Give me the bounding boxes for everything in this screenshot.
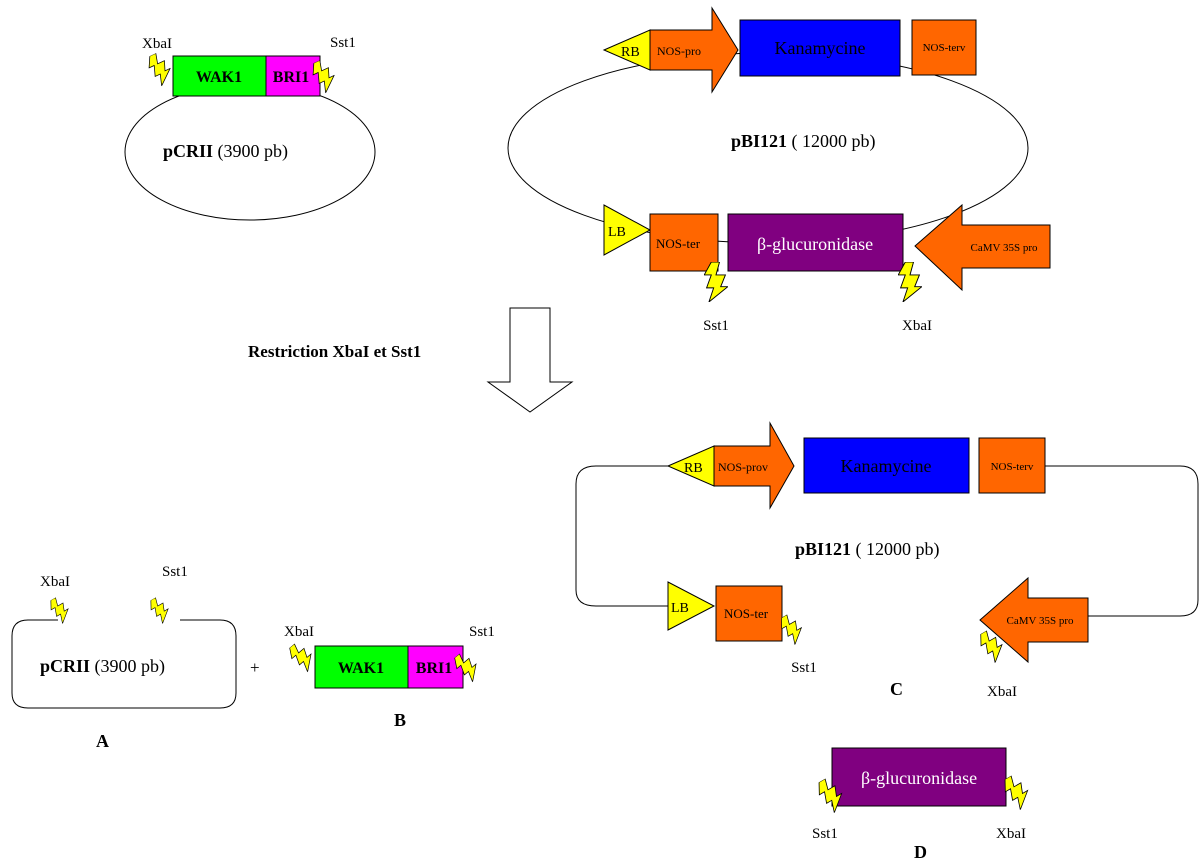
product-c-letter: C bbox=[890, 679, 903, 699]
product-d-gus-block bbox=[831, 747, 1007, 807]
product-c-nos-terv-label: NOS-terv bbox=[991, 461, 1034, 473]
product-c-sst1-label: Sst1 bbox=[791, 660, 817, 676]
pcrii-bri1-block bbox=[265, 55, 321, 97]
product-c-nos-prov-label: NOS-prov bbox=[718, 460, 768, 474]
product-b-bri1-label: BRI1 bbox=[416, 660, 452, 677]
product-c-camv-label: CaMV 35S pro bbox=[1006, 615, 1074, 627]
product-c-rb-label: RB bbox=[684, 461, 703, 476]
pcrii-name: pCRII (3900 pb) bbox=[163, 141, 288, 162]
nos-prov-arrow bbox=[713, 421, 795, 510]
product-a: XbaI Sst1 pCRII (3900 pb) A bbox=[11, 564, 237, 751]
rb-label: RB bbox=[621, 45, 640, 60]
product-b-xbai-label: XbaI bbox=[284, 624, 314, 640]
product-b-sst1-label: Sst1 bbox=[469, 624, 495, 640]
camv-arrow bbox=[914, 203, 1051, 292]
pcrii-xbai-label: XbaI bbox=[142, 36, 172, 52]
gus-label: β-glucuronidase bbox=[757, 234, 873, 254]
product-d-gus-label: β-glucuronidase bbox=[861, 768, 977, 788]
nos-ter-label: NOS-ter bbox=[656, 236, 701, 251]
down-arrow-icon bbox=[486, 307, 574, 413]
product-a-sst1-label: Sst1 bbox=[162, 564, 188, 580]
pcrii-bri1-label: BRI1 bbox=[273, 69, 309, 86]
product-d-xbai-label: XbaI bbox=[996, 826, 1026, 842]
product-a-name: pCRII (3900 pb) bbox=[40, 656, 165, 677]
product-b: WAK1 BRI1 XbaI Sst1 B bbox=[284, 624, 495, 730]
product-d-letter: D bbox=[914, 842, 927, 859]
kanamycine-block bbox=[739, 19, 901, 77]
product-c-nos-ter-label: NOS-ter bbox=[724, 606, 769, 621]
product-c-backbone-top bbox=[575, 465, 668, 607]
camv-label: CaMV 35S pro bbox=[970, 242, 1038, 254]
pbi121-sst1-label: Sst1 bbox=[703, 318, 729, 334]
xbai-cut-icon bbox=[46, 594, 74, 626]
lb-border bbox=[603, 204, 652, 256]
nos-pro-arrow bbox=[649, 6, 739, 94]
product-c-name: pBI121 ( 12000 pb) bbox=[795, 539, 940, 560]
product-c-xbai-label: XbaI bbox=[987, 684, 1017, 700]
product-a-xbai-label: XbaI bbox=[40, 574, 70, 590]
pcrii-wak1-block bbox=[172, 55, 267, 97]
pcrii-sst1-label: Sst1 bbox=[330, 35, 356, 51]
xbai-cut-icon bbox=[285, 639, 319, 675]
product-c-nos-ter-block bbox=[715, 585, 783, 642]
sst1-cut-icon bbox=[704, 262, 728, 302]
product-a-backbone bbox=[11, 619, 237, 709]
kanamycine-label: Kanamycine bbox=[775, 38, 866, 58]
xbai-cut-icon bbox=[144, 50, 176, 88]
pbi121-name: pBI121 ( 12000 pb) bbox=[731, 131, 876, 152]
product-d-sst1-label: Sst1 bbox=[812, 826, 838, 842]
pbi121-xbai-label: XbaI bbox=[902, 318, 932, 334]
gus-block bbox=[727, 213, 904, 272]
nos-pro-label: NOS-pro bbox=[657, 44, 701, 58]
pbi121-plasmid: RB NOS-pro Kanamycine NOS-terv LB NOS-te… bbox=[507, 6, 1051, 334]
product-c-kanamycine-block bbox=[803, 437, 970, 494]
restriction-label: Restriction XbaI et Sst1 bbox=[248, 342, 421, 361]
product-b-wak1-block bbox=[314, 645, 409, 689]
product-c-camv-arrow bbox=[979, 576, 1089, 664]
plus-sign: + bbox=[250, 658, 260, 677]
lb-border bbox=[667, 581, 716, 631]
pcrii-plasmid: WAK1 BRI1 XbaI Sst1 pCRII (3900 pb) bbox=[124, 35, 376, 221]
product-c-kanamycine-label: Kanamycine bbox=[841, 456, 932, 476]
product-b-wak1-label: WAK1 bbox=[338, 660, 384, 677]
nos-ter-block bbox=[649, 213, 719, 272]
sst1-cut-icon bbox=[146, 594, 174, 626]
product-b-letter: B bbox=[394, 710, 406, 730]
restriction-step: Restriction XbaI et Sst1 bbox=[248, 307, 574, 413]
product-c-backbone-right bbox=[1045, 465, 1199, 617]
product-c: RB NOS-prov Kanamycine NOS-terv LB NOS-t… bbox=[575, 421, 1199, 700]
xbai-cut-icon bbox=[898, 262, 922, 302]
product-c-lb-label: LB bbox=[671, 601, 689, 616]
product-a-letter: A bbox=[96, 731, 109, 751]
product-d: β-glucuronidase Sst1 XbaI D bbox=[812, 747, 1035, 859]
pcrii-wak1-label: WAK1 bbox=[196, 69, 242, 86]
nos-terv-label: NOS-terv bbox=[923, 42, 966, 54]
lb-label: LB bbox=[608, 225, 626, 240]
product-c-nos-terv-block bbox=[978, 437, 1046, 494]
nos-terv-block bbox=[911, 19, 977, 76]
